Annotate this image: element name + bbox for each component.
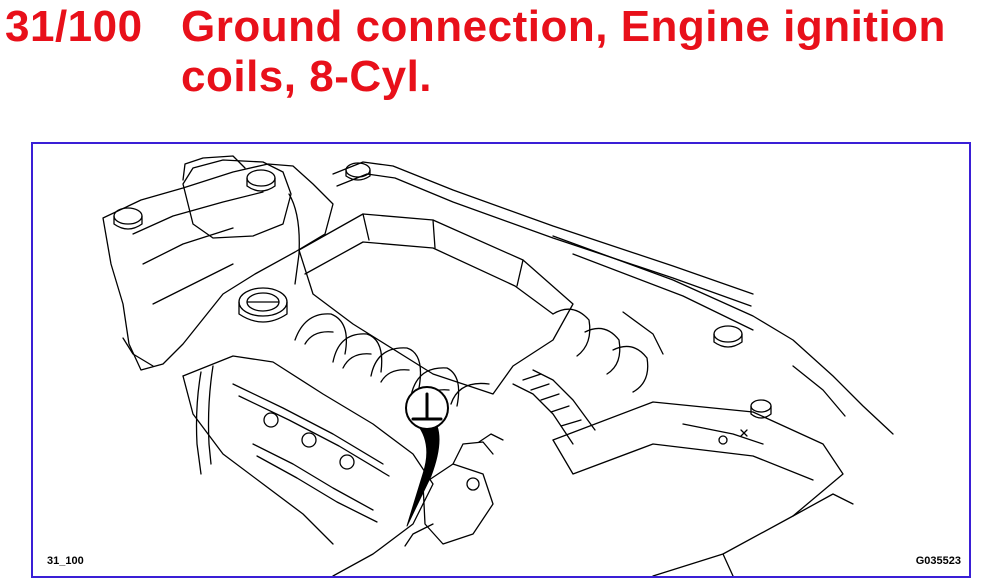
- engine-drawing: [102, 155, 894, 576]
- figure-id-left: 31_100: [47, 555, 84, 567]
- expansion-tank: [182, 159, 300, 285]
- air-intake-hose: [512, 369, 596, 445]
- ground-symbol-icon: [405, 386, 449, 430]
- figure-id-right: G035523: [915, 555, 961, 567]
- runner-humps: [294, 313, 490, 407]
- reservoir-cap-left: [113, 207, 143, 230]
- left-engine-block: [182, 355, 434, 576]
- left-intake-assembly: [102, 155, 334, 371]
- page-title: Ground connection, Engine ignition coils…: [181, 2, 946, 101]
- engine-illustration-frame: 31_100 G035523: [31, 142, 971, 578]
- right-bolts: [718, 429, 748, 445]
- engine-cover: [298, 213, 574, 395]
- callout-leader: [406, 423, 440, 527]
- ground-strap-area: [404, 433, 504, 547]
- right-runners: [552, 308, 664, 393]
- section-number: 31/100: [5, 2, 143, 51]
- oil-filler-cap: [238, 287, 288, 323]
- right-fender-rail: [552, 235, 894, 435]
- top-pipe: [332, 161, 754, 307]
- air-filter-box: [552, 401, 854, 576]
